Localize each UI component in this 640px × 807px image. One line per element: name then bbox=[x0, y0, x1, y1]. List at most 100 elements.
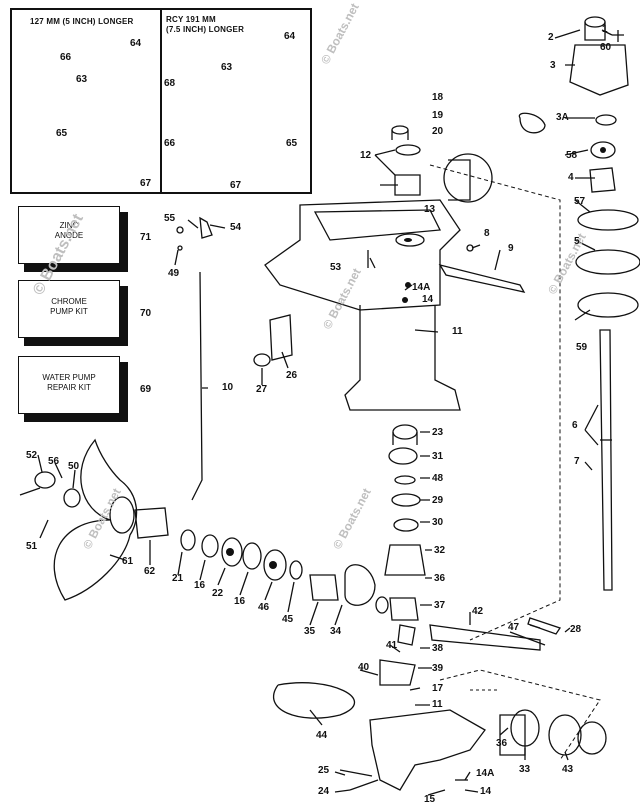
callout: 14 bbox=[480, 786, 492, 797]
callout: 50 bbox=[68, 461, 80, 472]
kit-box-chrome-pump: CHROME PUMP KIT bbox=[18, 280, 120, 338]
callout: 48 bbox=[432, 473, 444, 484]
callout: 14A bbox=[476, 768, 495, 779]
callout: 59 bbox=[576, 342, 588, 353]
callout: 43 bbox=[562, 764, 574, 775]
reference-dashed-line bbox=[429, 164, 561, 641]
callout: 58 bbox=[566, 150, 578, 161]
callout: 27 bbox=[256, 384, 268, 395]
callout: 47 bbox=[508, 622, 520, 633]
callout: 49 bbox=[168, 268, 180, 279]
callout: 17 bbox=[432, 683, 444, 694]
callout: 16 bbox=[234, 596, 246, 607]
kit-number: 70 bbox=[140, 308, 152, 319]
callout: 65 bbox=[56, 128, 68, 139]
callout: 9 bbox=[508, 243, 514, 254]
callout: 64 bbox=[284, 31, 296, 42]
callout: 68 bbox=[164, 78, 176, 89]
callout: 33 bbox=[519, 764, 531, 775]
callout: 25 bbox=[318, 765, 330, 776]
callout: 54 bbox=[230, 222, 242, 233]
callout: 53 bbox=[330, 262, 342, 273]
kit-label-line2: REPAIR KIT bbox=[47, 383, 91, 392]
callout: 3 bbox=[550, 60, 556, 71]
callout: 41 bbox=[386, 640, 398, 651]
callout: 66 bbox=[60, 52, 72, 63]
callout: 55 bbox=[164, 213, 176, 224]
callout: 15 bbox=[424, 794, 436, 805]
callout: 40 bbox=[358, 662, 370, 673]
pinion-gear bbox=[384, 544, 426, 576]
callout: 23 bbox=[432, 427, 444, 438]
callout: 13 bbox=[424, 204, 436, 215]
propeller-shaft bbox=[429, 624, 541, 651]
forward-gear bbox=[344, 564, 376, 606]
water-tube bbox=[269, 314, 293, 361]
pump-cup-ring bbox=[518, 112, 546, 134]
callout: 7 bbox=[574, 456, 580, 467]
kit-box-zinc-anode: ZINC ANODE bbox=[18, 206, 120, 264]
callout: 67 bbox=[140, 178, 152, 189]
callout: 36 bbox=[496, 738, 508, 749]
callout: 31 bbox=[432, 451, 444, 462]
callout: 14 bbox=[422, 294, 434, 305]
callout: 3A bbox=[556, 112, 569, 123]
callout: 64 bbox=[130, 38, 142, 49]
impeller bbox=[589, 167, 616, 193]
callout: 12 bbox=[360, 150, 372, 161]
inset-left-5-inch-longer bbox=[10, 8, 162, 194]
callout: 37 bbox=[434, 600, 446, 611]
callout: 28 bbox=[570, 624, 582, 635]
callout: 63 bbox=[221, 62, 233, 73]
kit-label-line2: PUMP KIT bbox=[50, 307, 88, 316]
callout: 24 bbox=[318, 786, 330, 797]
callout: 5 bbox=[574, 236, 580, 247]
callout: 6 bbox=[572, 420, 578, 431]
callout: 10 bbox=[222, 382, 234, 393]
gearcase-lower bbox=[369, 709, 486, 791]
callout: 60 bbox=[600, 42, 612, 53]
callout: 65 bbox=[286, 138, 298, 149]
callout: 51 bbox=[26, 541, 38, 552]
callout: 21 bbox=[172, 573, 184, 584]
callout: 8 bbox=[484, 228, 490, 239]
callout: 30 bbox=[432, 517, 444, 528]
callout: 52 bbox=[26, 450, 38, 461]
callout: 63 bbox=[76, 74, 88, 85]
inset-left-title: 127 MM (5 INCH) LONGER bbox=[30, 17, 134, 26]
callout: 39 bbox=[432, 663, 444, 674]
callout: 20 bbox=[432, 126, 444, 137]
callout: 2 bbox=[548, 32, 554, 43]
inset-right-title-line2: (7.5 INCH) LONGER bbox=[166, 25, 245, 34]
callout: 11 bbox=[452, 326, 463, 337]
callout: 44 bbox=[316, 730, 328, 741]
callout: 35 bbox=[304, 626, 316, 637]
callout: 36 bbox=[434, 573, 446, 584]
callout: 32 bbox=[434, 545, 446, 556]
callout: 14A bbox=[412, 282, 431, 293]
callout: 18 bbox=[432, 92, 444, 103]
callout: 22 bbox=[212, 588, 224, 599]
kit-box-water-pump-repair: WATER PUMP REPAIR KIT bbox=[18, 356, 120, 414]
shift-rod bbox=[191, 271, 203, 501]
callout: 42 bbox=[472, 606, 484, 617]
kit-label-line2: ANODE bbox=[54, 231, 84, 240]
callout: 56 bbox=[48, 456, 60, 467]
kit-label-line1: WATER PUMP bbox=[42, 373, 96, 382]
callout: 4 bbox=[568, 172, 574, 183]
callout: 29 bbox=[432, 495, 444, 506]
drive-shaft bbox=[599, 329, 613, 591]
kit-label-line1: ZINC bbox=[59, 221, 79, 230]
callout: 26 bbox=[286, 370, 298, 381]
callout: 67 bbox=[230, 180, 242, 191]
callout: 61 bbox=[122, 556, 134, 567]
callout: 62 bbox=[144, 566, 156, 577]
callout: 66 bbox=[164, 138, 176, 149]
gearcase-upper bbox=[264, 199, 461, 311]
kit-number: 69 bbox=[140, 384, 152, 395]
callout: 45 bbox=[282, 614, 294, 625]
thrust-hub bbox=[134, 507, 169, 539]
callout: 11 bbox=[432, 699, 443, 710]
shift-lever bbox=[438, 263, 526, 293]
